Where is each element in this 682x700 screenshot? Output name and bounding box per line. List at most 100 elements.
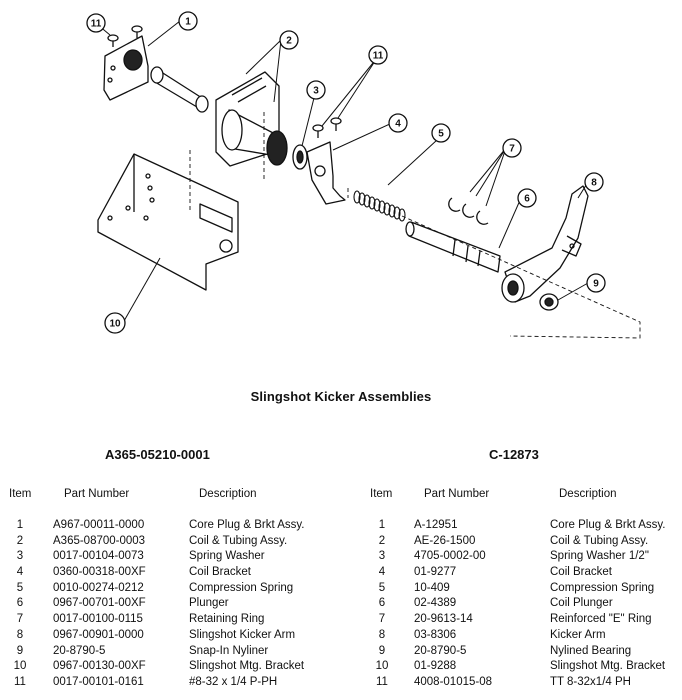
part-compression-spring bbox=[353, 190, 406, 222]
item-number: 6 bbox=[16, 597, 24, 610]
left-header-description: Description bbox=[199, 488, 257, 500]
part-core-plug-bracket bbox=[103, 35, 149, 101]
callout-8: 8 bbox=[591, 178, 597, 189]
part-coil-tubing bbox=[150, 66, 288, 167]
part-description: Coil Bracket bbox=[189, 566, 251, 579]
callout-1: 1 bbox=[185, 17, 191, 28]
callout-11-right: 11 bbox=[373, 51, 384, 62]
part-description: TT 8-32x1/4 PH bbox=[550, 675, 631, 688]
part-description: Slingshot Mtg. Bracket bbox=[550, 660, 666, 673]
table-row: 6 0967-00701-00XF Plunger bbox=[0, 596, 340, 612]
part-kicker-arm bbox=[501, 185, 589, 303]
part-description: Compression Spring bbox=[189, 581, 294, 594]
part-number: A365-08700-0003 bbox=[53, 534, 146, 547]
callout-11-left: 11 bbox=[91, 19, 102, 30]
part-number: 0360-00318-00XF bbox=[53, 566, 146, 579]
part-number: 0017-00101-0161 bbox=[53, 675, 144, 688]
part-description: Nylined Bearing bbox=[550, 644, 632, 657]
right-header-part-number: Part Number bbox=[424, 488, 490, 500]
part-description: Spring Washer 1/2" bbox=[550, 550, 649, 563]
part-number: 10-409 bbox=[414, 581, 450, 594]
part-number: 0010-00274-0212 bbox=[53, 581, 144, 594]
part-number: 4008-01015-08 bbox=[414, 675, 493, 688]
part-description: Reinforced "E" Ring bbox=[550, 613, 652, 626]
table-row: 2 AE-26-1500 Coil & Tubing Assy. bbox=[360, 534, 682, 550]
table-row: 10 01-9288 Slingshot Mtg. Bracket bbox=[360, 659, 682, 675]
item-number: 3 bbox=[16, 550, 24, 563]
part-number: 0017-00100-0115 bbox=[53, 613, 143, 626]
callout-5: 5 bbox=[438, 129, 444, 140]
part-nyliner bbox=[539, 293, 559, 311]
part-number: 20-8790-5 bbox=[414, 644, 467, 657]
item-number: 1 bbox=[378, 519, 386, 531]
left-header-item: Item bbox=[9, 488, 32, 500]
item-number: 9 bbox=[378, 644, 386, 657]
item-number: 6 bbox=[378, 597, 386, 610]
part-number: AE-26-1500 bbox=[414, 534, 476, 547]
part-description: Coil Plunger bbox=[550, 597, 613, 610]
table-row: 1 A-12951 Core Plug & Brkt Assy. bbox=[360, 518, 682, 534]
part-description: Kicker Arm bbox=[550, 628, 606, 641]
item-number: 5 bbox=[16, 581, 24, 594]
item-number: 11 bbox=[376, 675, 388, 688]
part-number: 01-9288 bbox=[414, 660, 457, 673]
table-row: 9 20-8790-5 Nylined Bearing bbox=[360, 644, 682, 660]
part-number: A967-00011-0000 bbox=[53, 519, 145, 531]
part-description: Plunger bbox=[189, 597, 229, 610]
part-description: Coil & Tubing Assy. bbox=[189, 534, 288, 547]
part-description: #8-32 x 1/4 P-PH bbox=[189, 675, 278, 688]
part-number: 0017-00104-0073 bbox=[53, 550, 144, 563]
item-number: 2 bbox=[378, 534, 386, 547]
item-number: 10 bbox=[375, 660, 389, 673]
item-number: 10 bbox=[13, 660, 27, 673]
part-description: Coil & Tubing Assy. bbox=[550, 534, 649, 547]
part-mounting-bracket bbox=[97, 153, 239, 291]
part-plunger bbox=[405, 221, 501, 273]
part-number: 03-8306 bbox=[414, 628, 457, 641]
right-assembly-number: C-12873 bbox=[489, 447, 539, 462]
item-number: 9 bbox=[16, 644, 24, 657]
part-number: A-12951 bbox=[414, 519, 458, 531]
left-assembly-number: A365-05210-0001 bbox=[105, 447, 210, 462]
part-description: Core Plug & Brkt Assy. bbox=[550, 519, 666, 531]
table-row: 5 10-409 Compression Spring bbox=[360, 581, 682, 597]
right-header-item: Item bbox=[370, 488, 393, 500]
part-spring-washer bbox=[292, 144, 308, 170]
part-retaining-rings bbox=[448, 197, 489, 225]
item-number: 7 bbox=[16, 613, 24, 626]
part-coil-bracket bbox=[306, 141, 346, 205]
part-description: Compression Spring bbox=[550, 581, 655, 594]
callout-6: 6 bbox=[524, 194, 530, 205]
callout-2: 2 bbox=[286, 36, 292, 47]
table-row: 11 4008-01015-08 TT 8-32x1/4 PH bbox=[360, 675, 682, 691]
callout-3: 3 bbox=[313, 86, 319, 97]
part-description: Slingshot Mtg. Bracket bbox=[189, 660, 305, 673]
page-title: Slingshot Kicker Assemblies bbox=[250, 389, 432, 404]
part-number: 02-4389 bbox=[414, 597, 457, 610]
part-number: 01-9277 bbox=[414, 566, 457, 579]
part-number: 0967-00901-0000 bbox=[53, 628, 144, 641]
item-number: 5 bbox=[378, 581, 386, 594]
part-number: 20-8790-5 bbox=[53, 644, 106, 657]
part-number: 4705-0002-00 bbox=[414, 550, 486, 563]
part-number: 0967-00701-00XF bbox=[53, 597, 146, 610]
part-number: 0967-00130-00XF bbox=[53, 660, 146, 673]
item-number: 11 bbox=[14, 675, 26, 688]
callout-9: 9 bbox=[593, 279, 599, 290]
exploded-parts-diagram: 1 2 3 4 5 6 7 8 9 10 11 11 bbox=[86, 11, 641, 339]
table-row: 8 03-8306 Kicker Arm bbox=[360, 628, 682, 644]
part-description: Coil Bracket bbox=[550, 566, 612, 579]
item-number: 7 bbox=[378, 613, 386, 626]
left-header-part-number: Part Number bbox=[64, 488, 130, 500]
item-number: 8 bbox=[378, 628, 386, 641]
